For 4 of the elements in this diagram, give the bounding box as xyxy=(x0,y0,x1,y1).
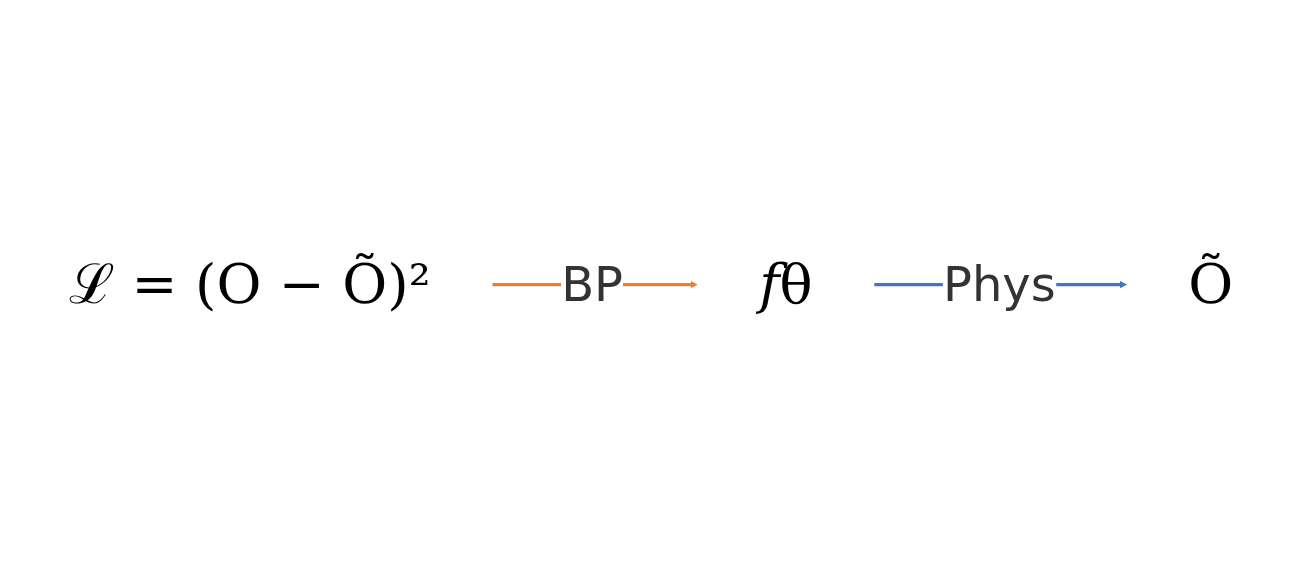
node-text: ℒ = (O − Õ)² xyxy=(68,252,431,317)
edge-label: Phys xyxy=(942,256,1056,312)
edge-label: BP xyxy=(561,256,624,312)
node-text: Õ xyxy=(1188,252,1234,317)
